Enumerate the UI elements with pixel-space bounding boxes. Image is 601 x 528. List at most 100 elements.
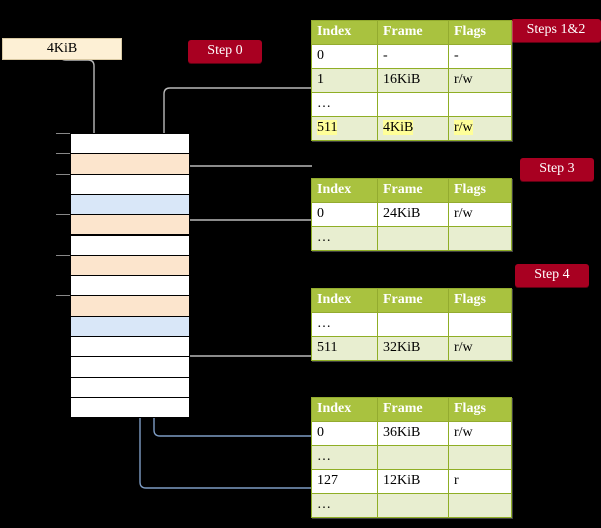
badge-step-3: Step 3: [520, 158, 594, 181]
highlighted-value: 4KiB: [383, 120, 414, 135]
column-header-flags: Flags: [448, 178, 512, 203]
table-row[interactable]: …: [311, 226, 512, 251]
cell-index: 511: [311, 336, 378, 361]
cell-index: …: [311, 445, 378, 470]
cell-flags: r: [448, 469, 512, 494]
cell-index: 127: [311, 469, 378, 494]
badge-steps-1-2: Steps 1&2: [511, 19, 601, 42]
badge-step-0: Step 0: [188, 40, 262, 63]
cell-index: …: [311, 226, 378, 251]
cell-index: 0: [311, 202, 378, 227]
column-header-index: Index: [311, 178, 378, 203]
frame-boundary-tick: [56, 133, 70, 134]
frame-boundary-tick: [56, 214, 70, 216]
cell-frame: [377, 226, 449, 251]
table-row[interactable]: …: [311, 493, 512, 518]
memory-frame-row[interactable]: [70, 254, 190, 277]
badge-steps-1-2-label: Steps 1&2: [526, 22, 586, 37]
table-row[interactable]: 0--: [311, 44, 512, 69]
table-row[interactable]: …: [311, 312, 512, 337]
memory-frame-row[interactable]: [70, 275, 190, 297]
column-header-frame: Frame: [377, 178, 449, 203]
cell-index: 0: [311, 421, 378, 446]
column-header-frame: Frame: [377, 20, 449, 45]
cell-index: …: [311, 493, 378, 518]
cell-frame: -: [377, 44, 449, 69]
cell-frame: 36KiB: [377, 421, 449, 446]
cell-frame: 32KiB: [377, 336, 449, 361]
memory-frame-row[interactable]: [70, 133, 190, 155]
cell-index: …: [311, 92, 378, 117]
memory-frame-row[interactable]: [70, 153, 190, 175]
memory-frame-row[interactable]: [70, 356, 190, 378]
cell-flags: [448, 226, 512, 251]
cell-flags: [448, 493, 512, 518]
memory-frame-row[interactable]: [70, 173, 190, 195]
cell-index: …: [311, 312, 378, 337]
cell-frame: [377, 493, 449, 518]
frame-boundary-tick: [56, 173, 70, 175]
source-frame-box: 4KiB: [2, 38, 122, 60]
table-row[interactable]: 511 4KiB r/w: [311, 116, 512, 141]
column-header-index: Index: [311, 20, 378, 45]
cell-frame: 16KiB: [377, 68, 449, 93]
cell-flags: r/w: [448, 336, 512, 361]
cell-frame: 12KiB: [377, 469, 449, 494]
column-header-frame: Frame: [377, 288, 449, 313]
memory-frame-row[interactable]: [70, 193, 190, 216]
cell-flags: r/w: [448, 202, 512, 227]
column-header-flags: Flags: [448, 397, 512, 422]
memory-frame-row[interactable]: [70, 295, 190, 317]
badge-step-4: Step 4: [515, 264, 589, 287]
source-frame-label: 4KiB: [46, 41, 78, 56]
cell-index: 1: [311, 68, 378, 93]
frame-boundary-tick: [56, 295, 70, 297]
cell-frame: [377, 312, 449, 337]
column-header-index: Index: [311, 397, 378, 422]
memory-frame-row[interactable]: [70, 214, 190, 236]
cell-flags: r/w: [448, 68, 512, 93]
table-row[interactable]: …: [311, 445, 512, 470]
highlighted-value: 511: [317, 120, 338, 135]
column-header-index: Index: [311, 288, 378, 313]
cell-frame: [377, 445, 449, 470]
cell-flags: r/w: [448, 421, 512, 446]
cell-flags: [448, 445, 512, 470]
table-row[interactable]: …: [311, 92, 512, 117]
memory-frame-row[interactable]: [70, 315, 190, 337]
cell-flags: [448, 312, 512, 337]
frame-boundary-tick: [56, 254, 70, 256]
column-header-frame: Frame: [377, 397, 449, 422]
cell-frame: [377, 92, 449, 117]
highlighted-value: r/w: [454, 120, 473, 135]
frame-boundary-tick: [56, 153, 70, 155]
badge-step-0-label: Step 0: [207, 43, 243, 58]
cell-index: 0: [311, 44, 378, 69]
cell-flags: [448, 92, 512, 117]
memory-frame-row[interactable]: [70, 396, 190, 419]
badge-step-4-label: Step 4: [534, 267, 570, 282]
memory-frame-row[interactable]: [70, 336, 190, 358]
cell-frame: 4KiB: [377, 116, 449, 141]
column-header-flags: Flags: [448, 20, 512, 45]
cell-flags: -: [448, 44, 512, 69]
cell-flags: r/w: [448, 116, 512, 141]
memory-frame-row[interactable]: [70, 234, 190, 256]
physical-memory-column: [70, 133, 190, 419]
cell-index: 511: [311, 116, 378, 141]
memory-frame-row[interactable]: [70, 376, 190, 398]
